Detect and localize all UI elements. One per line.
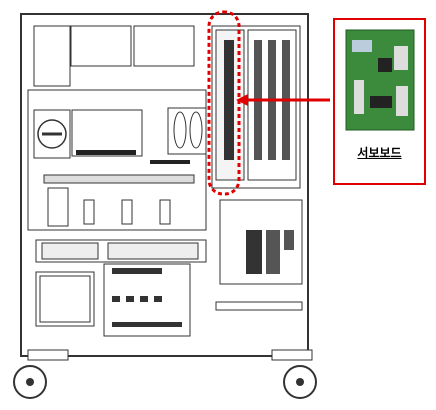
callout-arrowhead — [236, 94, 248, 106]
fuse-icon — [189, 111, 203, 149]
relay-block — [47, 187, 69, 227]
caster-wheel-left — [13, 349, 69, 399]
relay-block — [159, 199, 171, 225]
terminal-block-1 — [71, 109, 143, 157]
relay-block — [83, 199, 95, 225]
relay-rail — [43, 174, 195, 184]
caster-wheel-right — [271, 349, 317, 399]
terminal-bar — [215, 301, 303, 311]
relay-block — [121, 199, 133, 225]
servo-board-highlight — [207, 10, 241, 196]
servo-board-label: 서보보드 — [357, 146, 402, 160]
terminal-strip — [150, 160, 190, 164]
top-panel-2 — [133, 25, 195, 67]
top-panel-1 — [70, 25, 132, 67]
terminal-strip-1 — [76, 150, 136, 155]
top-left-panel — [33, 25, 71, 87]
fuse-icon — [173, 111, 187, 149]
lower-left-box — [35, 271, 95, 327]
